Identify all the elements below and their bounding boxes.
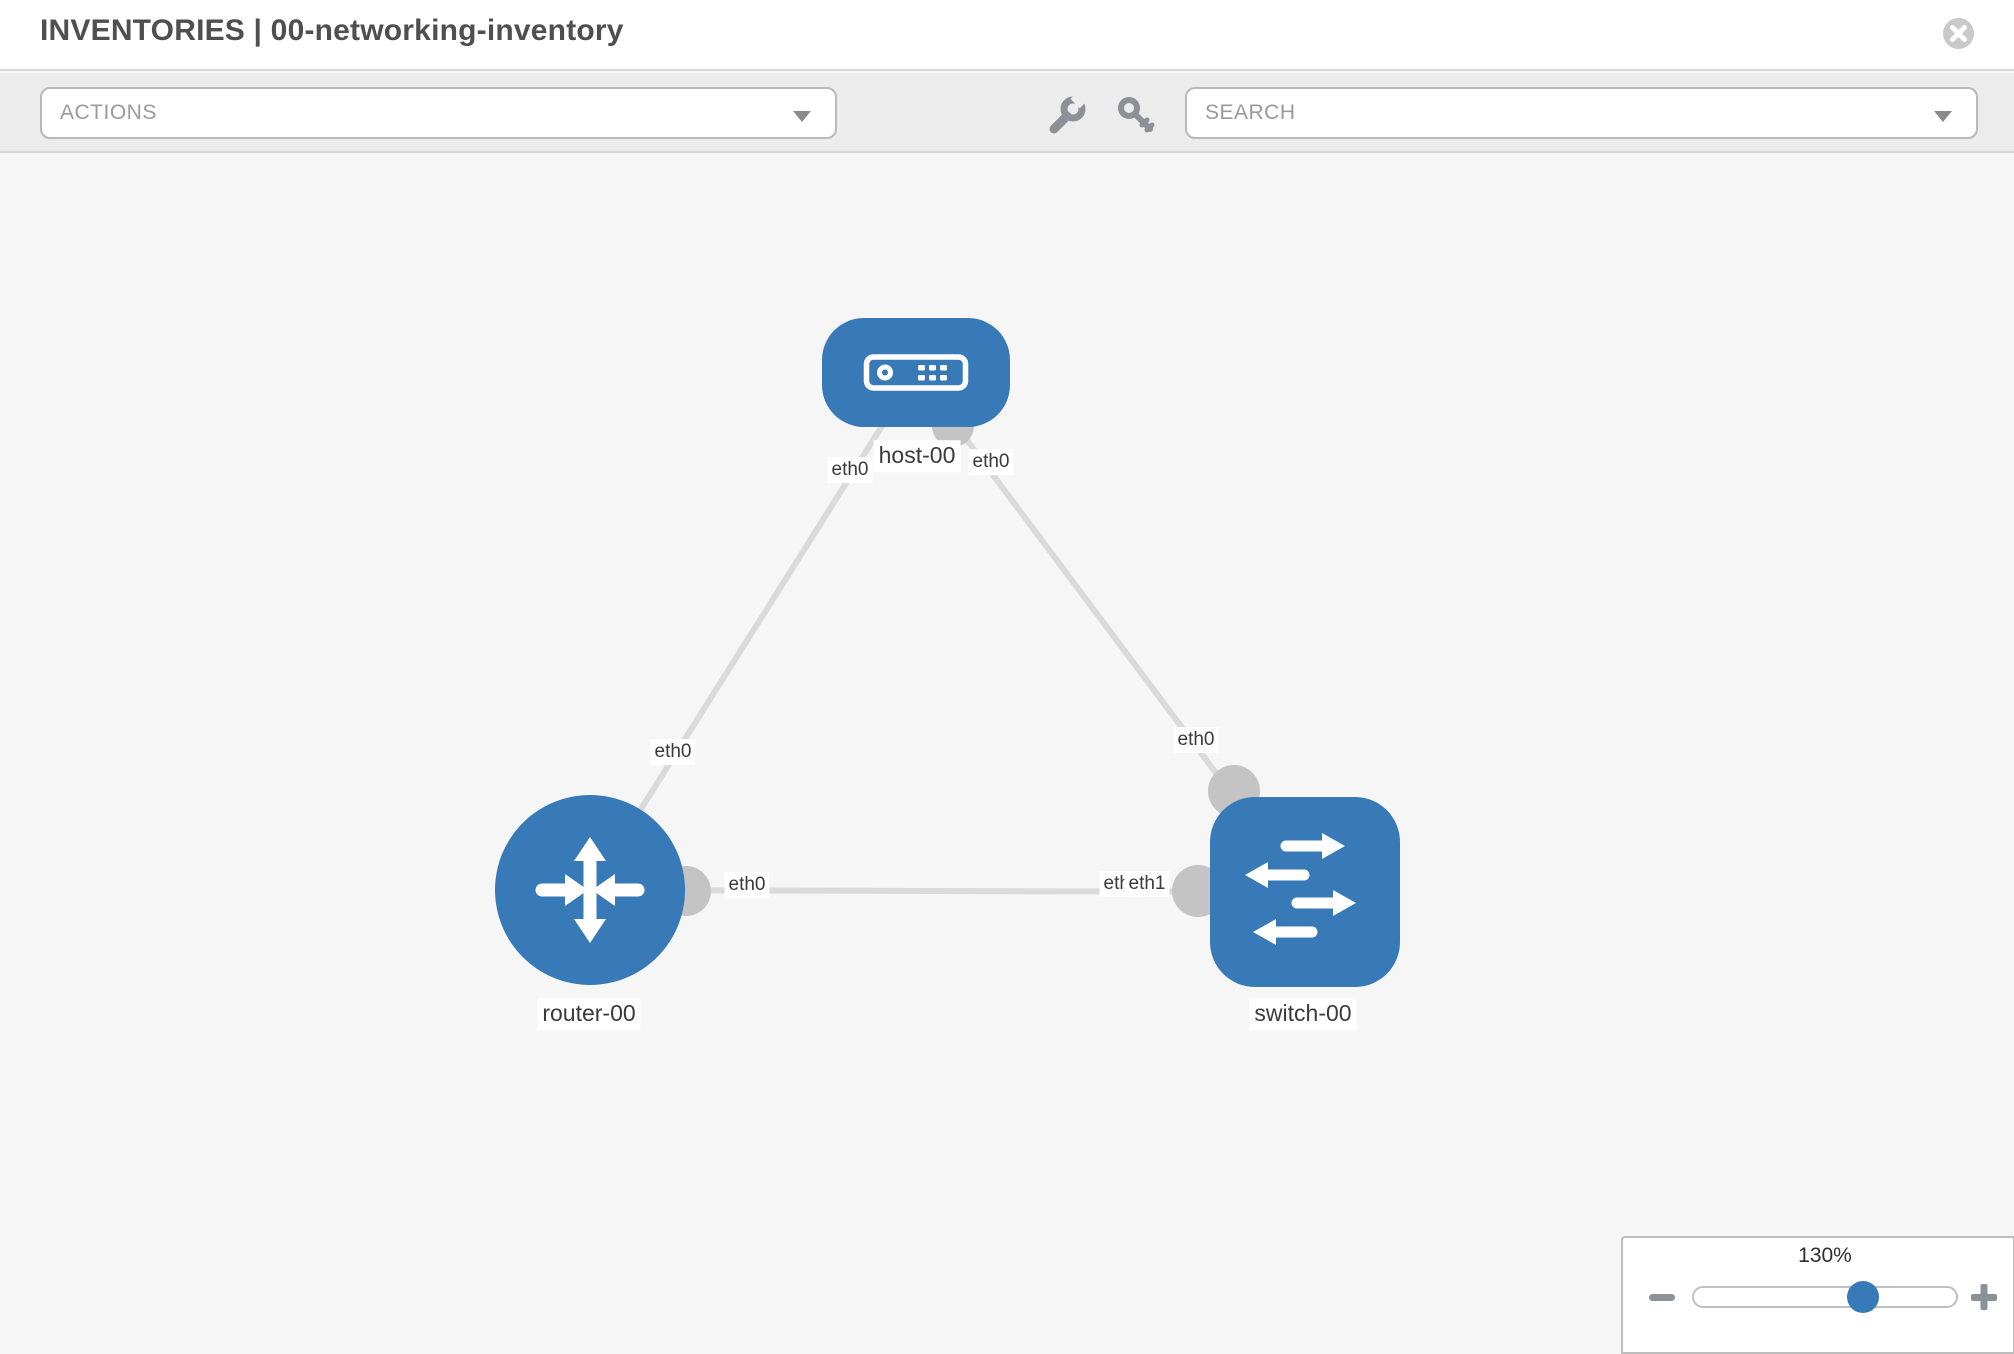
actions-dropdown[interactable]: ACTIONS (40, 87, 837, 139)
node-label-switch-00[interactable]: switch-00 (1249, 998, 1357, 1030)
server-icon (863, 354, 969, 391)
page-header: INVENTORIES | 00-networking-inventory (0, 0, 2014, 71)
interface-label: eth1 (1124, 871, 1170, 897)
plus-icon[interactable] (1969, 1282, 1999, 1312)
zoom-slider[interactable] (1692, 1281, 1958, 1313)
interface-label: eth0 (1173, 727, 1219, 753)
search-dropdown[interactable]: SEARCH (1185, 87, 1978, 139)
router-arrows-icon (535, 837, 645, 943)
interface-label: eth0 (724, 872, 770, 898)
chevron-down-icon (1934, 111, 1952, 122)
switch-arrows-icon (1245, 833, 1356, 945)
chevron-down-icon (793, 111, 811, 122)
minus-icon[interactable] (1647, 1282, 1677, 1312)
zoom-slider-thumb[interactable] (1847, 1281, 1879, 1313)
toolbar: ACTIONS SEARCH (0, 73, 2014, 153)
close-icon[interactable] (1942, 17, 1975, 50)
interface-label: eth0 (827, 457, 873, 483)
search-input-placeholder: SEARCH (1205, 101, 1296, 124)
wrench-icon[interactable] (1046, 90, 1089, 135)
node-router-00[interactable] (495, 795, 685, 985)
node-host-00[interactable] (822, 317, 1010, 427)
node-label-host-00[interactable]: host-00 (873, 440, 961, 472)
node-label-router-00[interactable]: router-00 (537, 998, 641, 1030)
topology-stage: host-00 router-00 switch-00 eth0 eth0 eth0 eth… (0, 153, 2014, 1354)
actions-dropdown-label: ACTIONS (60, 101, 157, 124)
key-icon[interactable] (1116, 95, 1156, 135)
page-title: INVENTORIES | 00-networking-inventory (40, 14, 624, 47)
zoom-panel: 130% (1621, 1236, 2014, 1354)
zoom-level-value: 130% (1798, 1244, 1852, 1267)
node-switch-00[interactable] (1210, 797, 1400, 987)
interface-label: eth0 (650, 739, 696, 765)
topology-links-layer (587, 370, 1308, 917)
interface-label: eth0 (968, 449, 1014, 475)
